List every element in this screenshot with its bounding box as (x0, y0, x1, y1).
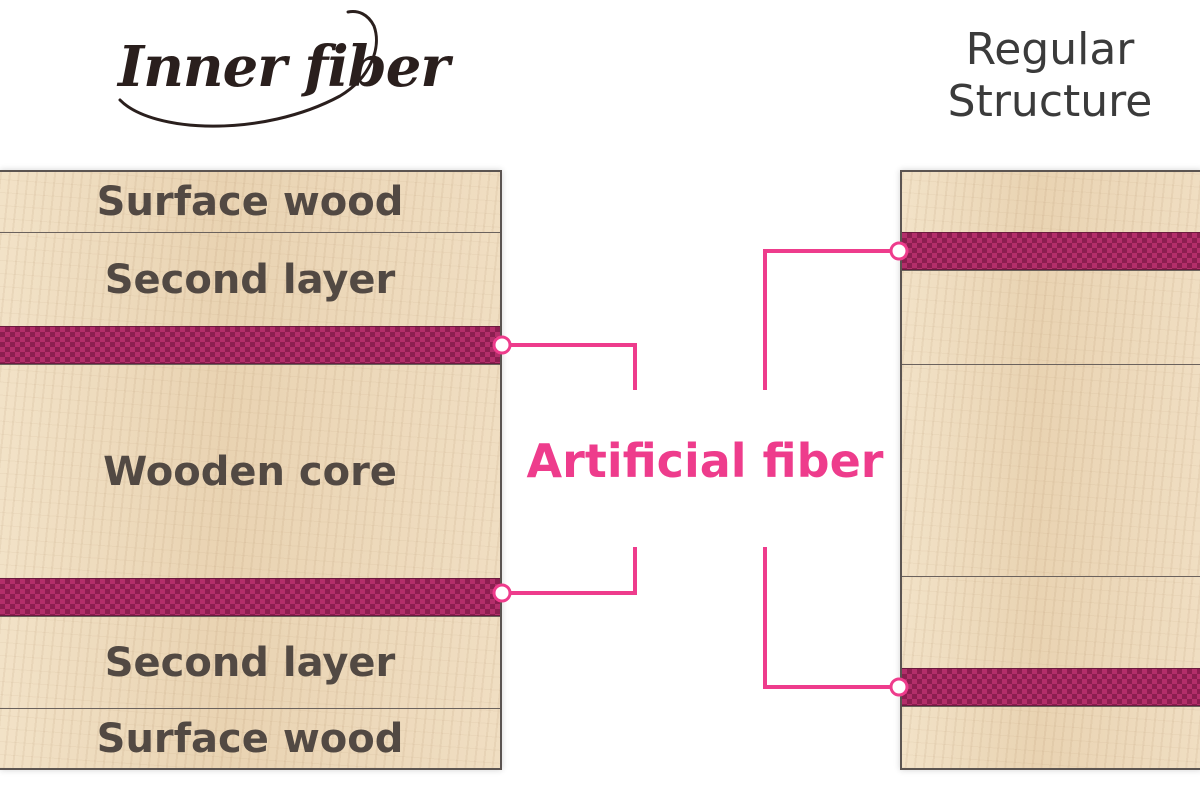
regular-layer-second-top (902, 270, 1200, 364)
leader-left-top (502, 343, 637, 390)
layer-label: Wooden core (103, 448, 397, 495)
leader-right-bottom (763, 547, 899, 689)
regular-layer-core (902, 364, 1200, 576)
layer-surface-wood-bottom: Surface wood (0, 708, 500, 770)
regular-structure-title: Regular Structure (920, 24, 1180, 128)
leader-left-bottom (502, 547, 637, 595)
regular-layer-top (902, 170, 1200, 232)
regular-layer-bottom (902, 706, 1200, 770)
regular-cross-section (900, 170, 1200, 770)
inner-fiber-logo (112, 8, 392, 138)
brand-logo-text: Inner fiber (118, 34, 450, 100)
layer-label: Surface wood (96, 715, 404, 762)
layer-label: Second layer (104, 256, 396, 303)
regular-title-line1: Regular (965, 24, 1135, 75)
layer-label: Surface wood (96, 179, 404, 225)
regular-layer-second-bottom (902, 576, 1200, 668)
layer-second-bottom: Second layer (0, 616, 500, 708)
layer-wooden-core: Wooden core (0, 364, 500, 578)
layer-second-top: Second layer (0, 232, 500, 326)
artificial-fiber-label: Artificial fiber (526, 434, 884, 488)
layer-surface-wood-top: Surface wood (0, 170, 500, 232)
regular-title-line2: Structure (947, 76, 1153, 127)
inner-fiber-cross-section: Surface wood Second layer Wooden core Se… (0, 170, 502, 770)
regular-fiber-top (902, 232, 1200, 270)
leader-right-top (763, 249, 899, 390)
logo-swash (118, 10, 378, 128)
layer-label: Second layer (104, 639, 396, 686)
regular-fiber-bottom (902, 668, 1200, 706)
fiber-layer-bottom (0, 578, 500, 616)
fiber-layer-top (0, 326, 500, 364)
